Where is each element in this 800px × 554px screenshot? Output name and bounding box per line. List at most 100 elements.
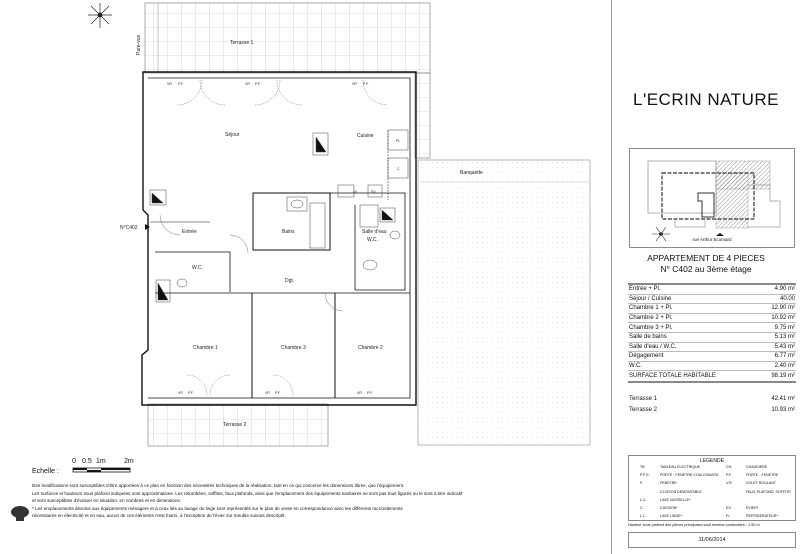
legend-title: LEGENDE: [700, 458, 724, 464]
legend-code: C.: [640, 506, 644, 510]
legend-code: CH.: [726, 465, 733, 469]
legend-text: CHAUDIERE: [746, 465, 768, 469]
legend-text: REFRIGERATEUR*: [746, 514, 778, 519]
scale-label: Echelle :: [32, 468, 59, 475]
plan-date: 11/06/2014: [628, 532, 796, 548]
floor-plan: N°C402 Pare-vue VR P.F. VR P.F. VR P.F. …: [11, 2, 591, 521]
table-row: Chambre 1 + Pl.12.90 m²: [628, 303, 796, 314]
c-label: C: [397, 167, 400, 171]
room-area: 6.77 m²: [758, 351, 796, 362]
room-label-sejour: Séjour: [225, 132, 240, 138]
table-row: Chambre 3 + Pl.9.75 m²: [628, 322, 796, 333]
legend-code: EV.: [726, 506, 732, 510]
pl-label: PL: [396, 139, 400, 143]
pf-label: P.F.: [188, 391, 194, 395]
note: Les surfaces et hauteurs sous plafond in…: [32, 490, 463, 496]
vr-label: VR: [265, 391, 270, 395]
apartment-type: APPARTEMENT DE 4 PIECES: [647, 253, 765, 263]
room-area: 2.40 m²: [758, 361, 796, 372]
total-label: SURFACE TOTALE HABITABLE: [628, 370, 759, 384]
room-label-terrasse-1: Terrasse 1: [230, 40, 254, 46]
vr-label: VR: [245, 82, 250, 86]
key-plan-drawing: [647, 160, 781, 242]
scale-tick: 1m: [96, 458, 106, 465]
room-label-chambre-3: Chambre 3: [281, 345, 306, 351]
legend-code: F.: [640, 481, 643, 486]
legend-text: CUISSON*: [660, 506, 678, 510]
vr-label: VR: [357, 391, 362, 395]
banquette-terrace: [417, 159, 591, 446]
fixtures: [149, 129, 409, 303]
terrace-area: 42.41 m²: [771, 395, 795, 402]
room-label-salle-eau-wc: W.C.: [367, 237, 378, 243]
project-title: L'ECRIN NATURE: [633, 90, 779, 109]
lv-label: LV: [353, 190, 358, 194]
terrace-row: Terrasse 2 10.93 m²: [628, 406, 796, 415]
room-area: 10.92 m²: [758, 313, 796, 324]
room-name: Séjour / Cuisine: [628, 294, 759, 305]
room-area: 40.00: [758, 294, 796, 305]
table-row: Entrée + Pl.4.90 m²: [628, 282, 796, 295]
terrace-area: 10.93 m²: [771, 407, 795, 414]
room-name: Chambre 1 + Pl.: [628, 303, 759, 314]
apartment-entry-arrow-icon: [145, 224, 150, 230]
note: et sont susceptibles d'évoluer en situat…: [32, 498, 181, 504]
room-name: Dégagement: [628, 351, 759, 362]
sv-label: SV: [371, 190, 376, 194]
scale-tick: 0: [72, 458, 76, 465]
legend-text: LAVE LINGE*: [660, 514, 683, 519]
pf-label: P.F.: [275, 391, 281, 395]
legend-text: LAVE VAISSELLE*: [660, 497, 691, 502]
panel-divider: [611, 0, 612, 554]
vr-label: VR: [352, 82, 357, 86]
pf-label: P.F.: [367, 391, 373, 395]
legend-text: PORTE - FENETRE COULISSANTE: [660, 473, 719, 478]
street-arrow-icon: [716, 233, 724, 236]
height-note: Hauteur sous plafond des pièces principa…: [628, 523, 760, 527]
legend-text: PORTE - FENETRE: [746, 473, 779, 478]
room-name: Chambre 3 + Pl.: [628, 322, 759, 333]
room-name: W.C.: [628, 361, 759, 372]
disclaimer-notes: Des modifications sont susceptibles d'êt…: [32, 482, 612, 520]
legend-text: EVIER*: [746, 506, 759, 510]
pf-label: P.F.: [255, 82, 261, 86]
room-area: 5.43 m²: [758, 342, 796, 353]
table-row: Chambre 2 + Pl.10.92 m²: [628, 313, 796, 324]
room-area: 9.75 m²: [758, 322, 796, 333]
legend-text: CLOISON DEMONTABLE: [660, 489, 702, 494]
legend-code: L.V.: [640, 497, 647, 502]
vr-label: VR: [178, 391, 183, 395]
scale-tick: 2m: [124, 458, 134, 465]
room-label-entree: Entrée: [182, 229, 197, 235]
room-area: 4.90 m²: [758, 282, 796, 295]
table-row: Salle d'eau / W.C.5.43 m²: [628, 342, 796, 353]
vr-label: VR: [167, 82, 172, 86]
terrace-name: Terrasse 2: [629, 407, 658, 414]
room-label-salle-eau: Salle d'eau: [362, 229, 387, 235]
room-label-bains: Bains: [282, 229, 295, 235]
legend-code: P.F.: [726, 473, 732, 478]
legend-text: VOLET ROULANT: [746, 481, 776, 486]
room-label-banquette: Banquette: [460, 170, 483, 176]
room-label-terrasse-2: Terrasse 2: [223, 422, 247, 428]
room-name: Salle de bains: [628, 332, 759, 343]
room-area: 12.90 m²: [758, 303, 796, 314]
scale-bar: [72, 467, 131, 473]
room-label-wc: W.C.: [192, 265, 203, 271]
street-name: rue Arthur Ecomard: [692, 237, 732, 242]
terrace-2: [147, 403, 329, 447]
note: nécessaires en électricité et en eau, au…: [32, 513, 286, 519]
room-label-cuisine: Cuisine: [357, 133, 374, 139]
scale-tick: 0.5: [82, 458, 92, 465]
legend-code: TB: [640, 465, 645, 469]
legend-code: V.R.: [726, 481, 733, 486]
legend-code: P.F.G.: [640, 473, 650, 478]
walls: [141, 71, 417, 406]
